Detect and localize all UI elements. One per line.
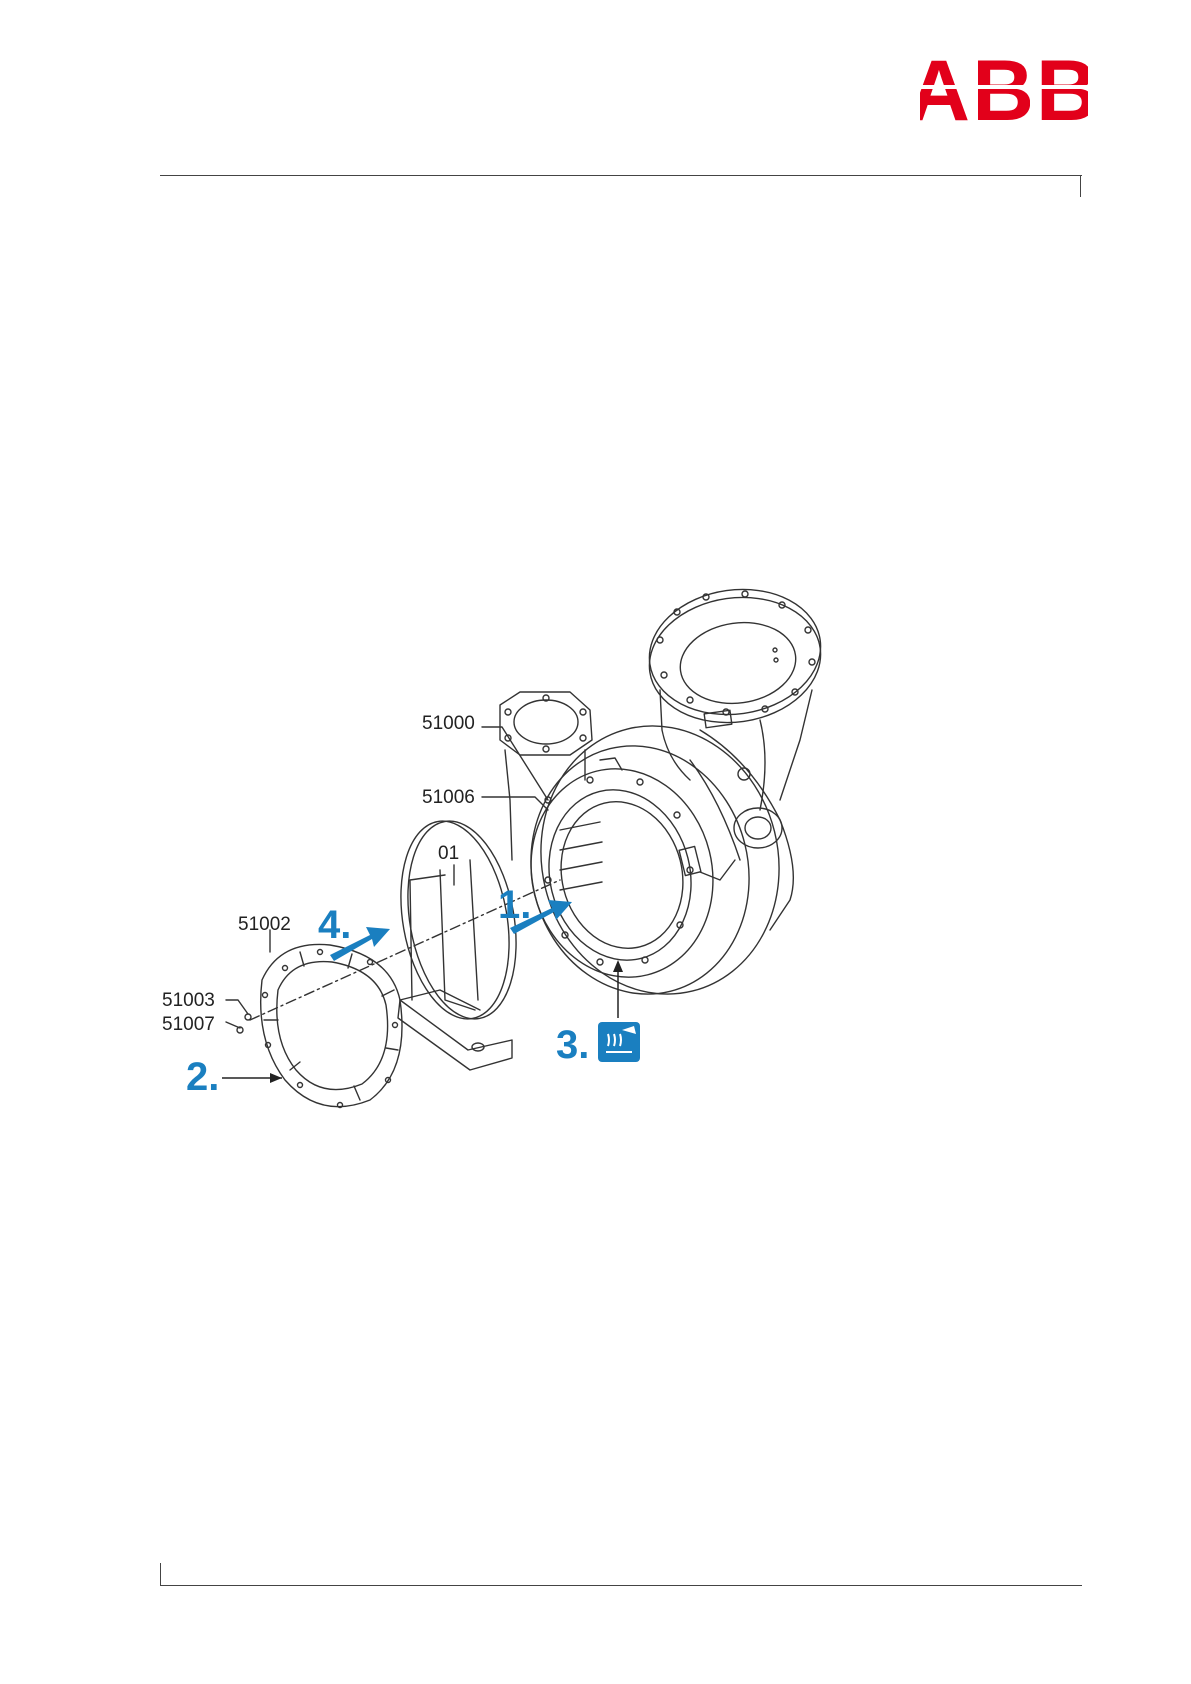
leader-51007 xyxy=(226,1022,240,1028)
screw-washer xyxy=(237,1014,251,1033)
segmented-ring xyxy=(261,944,402,1107)
label-51006: 51006 xyxy=(422,787,475,808)
leader-51000 xyxy=(482,727,548,800)
step-2-arrowhead xyxy=(270,1073,282,1083)
step-4-label: 4. xyxy=(318,903,351,947)
label-51002: 51002 xyxy=(238,914,291,935)
step-1-label: 1. xyxy=(498,883,531,927)
step-2-label: 2. xyxy=(186,1055,219,1099)
small-flange xyxy=(500,692,592,860)
step-3-label: 3. xyxy=(556,1023,589,1067)
casing-ring xyxy=(505,700,807,1019)
label-51003: 51003 xyxy=(162,990,215,1011)
heat-cleaning-icon xyxy=(598,1022,640,1062)
leader-51006 xyxy=(482,797,548,810)
label-51000: 51000 xyxy=(422,713,475,734)
label-51007: 51007 xyxy=(162,1014,215,1035)
volute-casing xyxy=(690,710,793,930)
outlet-flange xyxy=(641,579,829,810)
step-3-arrowhead xyxy=(613,960,623,972)
leader-51003 xyxy=(226,1000,248,1014)
label-01: 01 xyxy=(438,843,459,864)
